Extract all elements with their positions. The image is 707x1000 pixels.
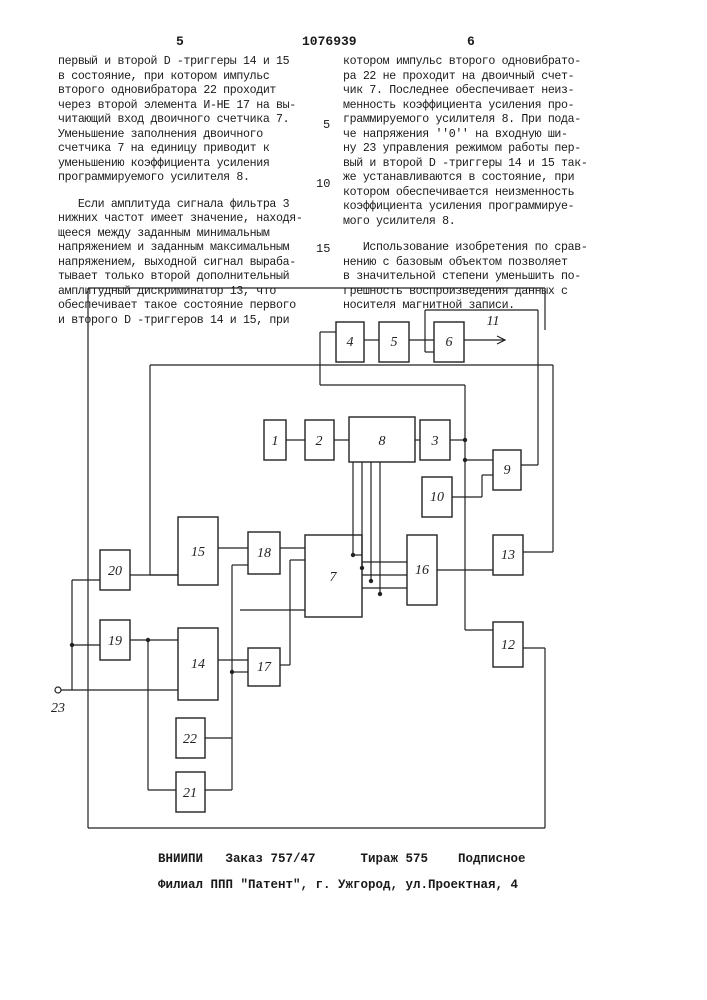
- block-16: 16: [407, 535, 437, 605]
- svg-text:12: 12: [501, 638, 515, 653]
- footer-address-line: Филиал ППП "Патент", г. Ужгород, ул.Прое…: [158, 878, 518, 892]
- svg-text:22: 22: [183, 732, 197, 747]
- svg-text:3: 3: [431, 434, 439, 449]
- svg-text:4: 4: [347, 335, 354, 350]
- svg-text:13: 13: [501, 548, 515, 563]
- input-label-23: 23: [51, 701, 65, 716]
- output-label-11: 11: [487, 314, 500, 329]
- block-6: 6: [434, 322, 464, 362]
- svg-text:5: 5: [391, 335, 398, 350]
- block-4: 4: [336, 322, 364, 362]
- svg-text:10: 10: [430, 490, 444, 505]
- svg-text:20: 20: [108, 564, 122, 579]
- block-19: 19: [100, 620, 130, 660]
- footer-publisher-line: ВНИИПИ Заказ 757/47 Тираж 575 Подписное: [158, 852, 526, 866]
- svg-text:6: 6: [446, 335, 453, 350]
- block-3: 3: [420, 420, 450, 460]
- block-20: 20: [100, 550, 130, 590]
- block-5: 5: [379, 322, 409, 362]
- svg-text:16: 16: [415, 563, 429, 578]
- block-13: 13: [493, 535, 523, 575]
- svg-text:14: 14: [191, 657, 205, 672]
- block-21: 21: [176, 772, 205, 812]
- svg-text:9: 9: [504, 463, 511, 478]
- input-terminal: [55, 687, 61, 693]
- block-12: 12: [493, 622, 523, 667]
- block-18: 18: [248, 532, 280, 574]
- svg-text:1: 1: [272, 434, 279, 449]
- svg-text:17: 17: [257, 660, 272, 675]
- block-9: 9: [493, 450, 521, 490]
- block-8: 8: [349, 417, 415, 462]
- block-15: 15: [178, 517, 218, 585]
- block-22: 22: [176, 718, 205, 758]
- block-2: 2: [305, 420, 334, 460]
- svg-text:19: 19: [108, 634, 122, 649]
- svg-text:15: 15: [191, 545, 205, 560]
- svg-text:18: 18: [257, 546, 271, 561]
- svg-text:2: 2: [316, 434, 323, 449]
- block-1: 1: [264, 420, 286, 460]
- block-14: 14: [178, 628, 218, 700]
- block-10: 10: [422, 477, 452, 517]
- svg-text:7: 7: [330, 570, 338, 585]
- svg-text:8: 8: [379, 434, 386, 449]
- block-17: 17: [248, 648, 280, 686]
- svg-text:21: 21: [183, 786, 197, 801]
